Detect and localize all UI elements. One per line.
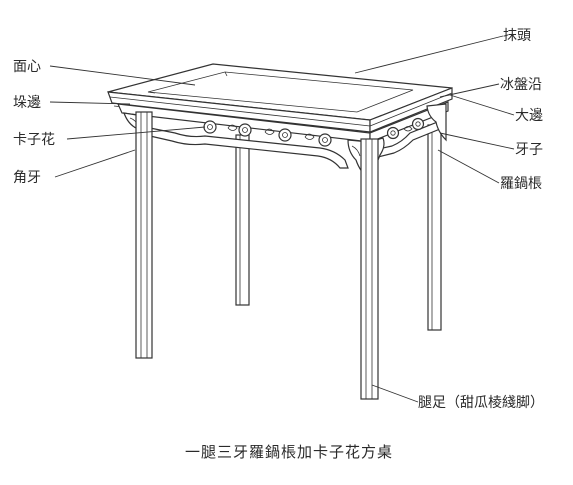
label-yazi: 牙子 bbox=[515, 142, 543, 158]
label-bingpanyan: 冰盤沿 bbox=[500, 77, 542, 93]
back-leg-right bbox=[427, 124, 442, 331]
label-kazihua: 卡子花 bbox=[13, 132, 55, 148]
front-stretcher bbox=[149, 127, 349, 169]
label-tuizu: 腿足（甜瓜棱綫脚） bbox=[418, 395, 544, 411]
label-duobian: 垛邊 bbox=[13, 95, 41, 111]
front-leg-right bbox=[360, 138, 379, 400]
caption: 一腿三牙羅鍋棖加卡子花方桌 bbox=[185, 443, 393, 461]
kaziHua-side bbox=[386, 117, 425, 140]
label-dabian: 大邊 bbox=[515, 108, 543, 124]
labels-right: 抹頭 冰盤沿 大邊 牙子 羅鍋棖 bbox=[500, 28, 543, 192]
front-leg-left bbox=[135, 111, 153, 359]
back-leg-left bbox=[235, 134, 250, 306]
label-motou: 抹頭 bbox=[503, 28, 531, 44]
label-luoguocheng: 羅鍋棖 bbox=[500, 176, 542, 192]
labels-left: 面心 垛邊 卡子花 角牙 bbox=[13, 59, 55, 186]
label-mianxin: 面心 bbox=[13, 59, 41, 75]
label-jiaoya: 角牙 bbox=[13, 170, 41, 186]
callout-lines bbox=[49, 35, 515, 403]
